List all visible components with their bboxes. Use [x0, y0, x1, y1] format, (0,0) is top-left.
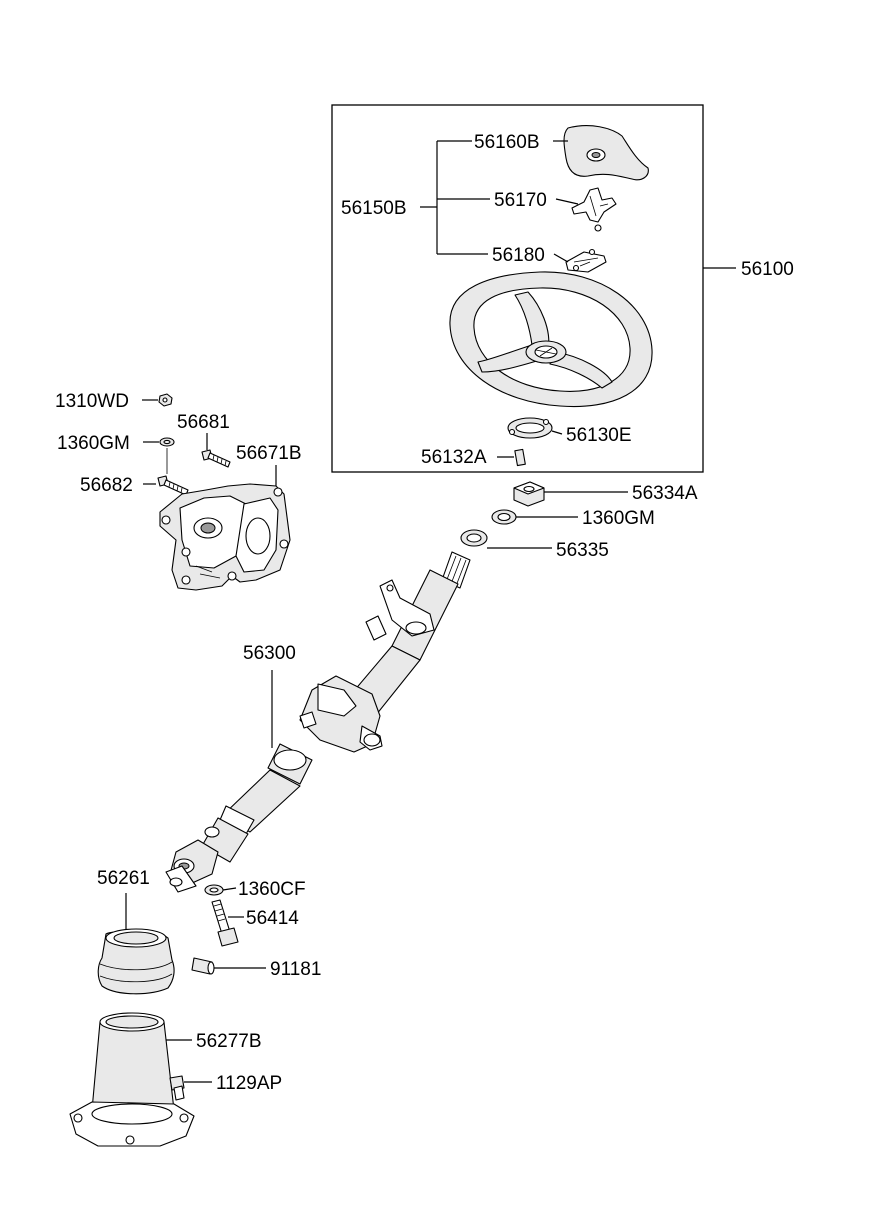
- label-56150B: 56150B: [341, 198, 407, 219]
- bolt-1129ap: [169, 1075, 185, 1101]
- label-56130E: 56130E: [566, 425, 632, 446]
- label-56682: 56682: [80, 475, 133, 496]
- label-91181: 91181: [270, 959, 321, 980]
- label-56180: 56180: [492, 245, 545, 266]
- bolt-56414: [211, 899, 239, 947]
- washer-1360cf: [204, 884, 224, 896]
- nut-56334a: [513, 481, 545, 507]
- ring-56335: [460, 529, 488, 547]
- label-56414: 56414: [246, 908, 299, 929]
- label-56100: 56100: [741, 259, 794, 280]
- label-1129AP: 1129AP: [216, 1073, 282, 1094]
- label-56160B: 56160B: [474, 132, 540, 153]
- nut-1310wd: [158, 393, 173, 407]
- bolt-56681: [201, 449, 231, 468]
- steering-wheel: [449, 271, 653, 408]
- label-56261: 56261: [97, 868, 150, 889]
- steering-wheel-ring: [507, 417, 553, 439]
- label-56170: 56170: [494, 190, 547, 211]
- column-housing: [69, 1012, 195, 1147]
- bolt-56682: [157, 475, 189, 496]
- label-56300: 56300: [243, 643, 296, 664]
- label-56334A: 56334A: [632, 483, 698, 504]
- steering-wheel-assembly-box: [331, 104, 704, 473]
- steering-column: [165, 551, 471, 893]
- label-56671B: 56671B: [236, 443, 302, 464]
- label-1310WD: 1310WD: [55, 391, 129, 412]
- pin-91181: [191, 957, 215, 975]
- label-56335: 56335: [556, 540, 609, 561]
- wheel-pin: [514, 448, 526, 467]
- dust-boot: [97, 928, 175, 995]
- label-1360GM-top: 1360GM: [57, 433, 130, 454]
- assembly-bracket-lines: [420, 140, 490, 255]
- label-56132A: 56132A: [421, 447, 487, 468]
- washer-1360gm-mid: [491, 509, 517, 525]
- label-1360CF: 1360CF: [238, 879, 306, 900]
- horn-pad-cover: [563, 125, 649, 181]
- horn-contact-plate: [565, 248, 607, 273]
- column-mounting-bracket: [159, 483, 291, 591]
- washer-1360gm-top: [159, 437, 175, 447]
- horn-contact-bracket: [571, 187, 617, 232]
- label-56277B: 56277B: [196, 1031, 262, 1052]
- label-56681: 56681: [177, 412, 230, 433]
- label-1360GM-mid: 1360GM: [582, 508, 655, 529]
